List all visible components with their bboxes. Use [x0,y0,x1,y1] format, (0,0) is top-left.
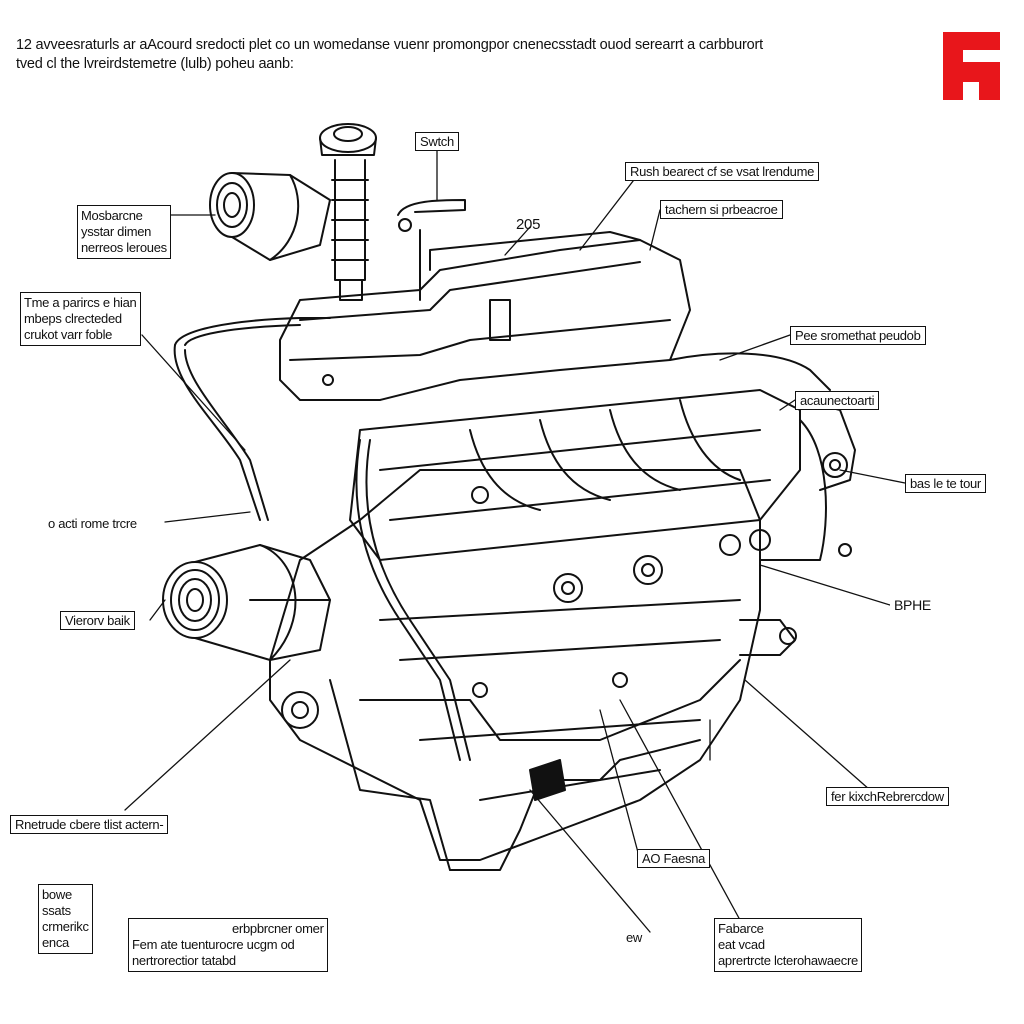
label-right-4: BPHE [890,597,935,614]
crank-pulley [162,544,331,661]
valve-cover [279,231,691,401]
label-right-5: fer kixchRebrercdow [826,787,949,806]
label-bottom-right-line-2: eat vcad [718,937,765,952]
distributor [319,123,377,301]
label-left-2: Vierorv baik [60,611,135,630]
label-right-3: bas le te tour [905,474,986,493]
title-line-2: tved cl the lvreirdstemetre (lulb) poheu… [16,56,294,72]
label-right-2: acaunectoarti [795,391,880,410]
label-bottom-small-line-3: crmerikc [42,919,89,934]
label-bottom-right: Fabarce eat vcad aprertrcte lcterohawaec… [714,918,862,972]
label-mid-left: Tme a parircs e hian mbeps clrecteded cr… [20,292,141,346]
label-center-2: ew [622,929,647,946]
label-top-left-line-1: Mosbarcne [81,208,143,223]
leader-lines [124,149,906,933]
label-bottom-small-line-4: enca [42,935,69,950]
label-left-1: o acti rome trcre [44,515,141,532]
label-bottom-small-line-2: ssats [42,903,71,918]
label-left-3: Rnetrude cbere tlist actern- [10,815,169,834]
label-top-left-line-3: nerreos leroues [81,240,167,255]
label-bottom-right-line-3: aprertrcte lcterohawaecre [718,953,858,968]
label-top-left: Mosbarcne ysstar dimen nerreos leroues [77,205,171,259]
hoses [173,199,831,761]
label-top-right-1: Rush bearect cf se vsat lrendume [625,162,820,181]
label-bottom-small: bowe ssats crmerikc enca [38,884,93,954]
label-switch: Swtch [415,132,459,151]
label-bottom-right-line-1: Fabarce [718,921,764,936]
label-center-1: AO Faesna [637,849,711,868]
intake-manifold [349,389,801,603]
engine-block [269,469,761,871]
label-205: 205 [516,216,541,233]
title-line-1: 12 avveesraturls ar aAcourd sredocti ple… [16,37,763,53]
label-bottom-center-line-3: nertrorectior tatabd [132,953,236,968]
label-bottom-center-line-2: Fem ate tuenturocre ucgm od [132,937,295,952]
label-bottom-center: erbpbrcner omer Fem ate tuenturocre ucgm… [128,918,328,972]
label-mid-left-line-2: mbeps clrecteded [24,311,122,326]
label-right-1: Pee sromethat peudob [790,326,926,345]
label-mid-left-line-3: crukot varr foble [24,327,113,342]
right-side-parts [739,399,856,656]
label-top-right-2: tachern si prbeacroe [660,200,783,219]
label-bottom-small-line-1: bowe [42,887,72,902]
label-top-left-line-2: ysstar dimen [81,224,152,239]
red-brand-logo-icon [943,32,1000,100]
diagram-title: 12 avveesraturls ar aAcourd sredocti ple… [16,36,916,74]
label-bottom-center-line-1: erbpbrcner omer [232,921,324,936]
label-mid-left-line-1: Tme a parircs e hian [24,295,137,310]
alternator-pulley [209,172,331,261]
